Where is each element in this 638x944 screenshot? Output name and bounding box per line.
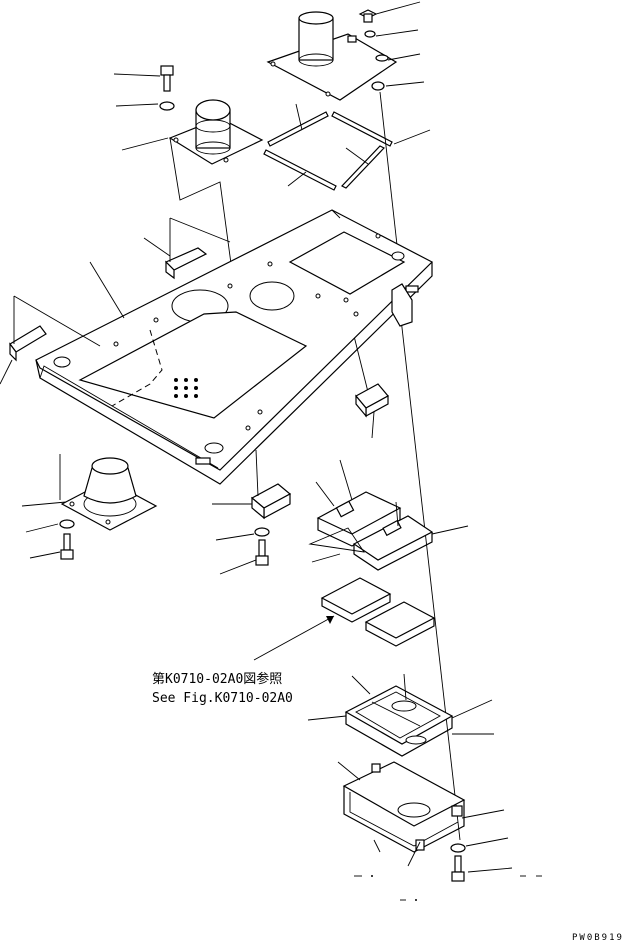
seal-strips (263, 103, 431, 191)
small-bracket-upper (143, 217, 231, 280)
bottom-left-bolt-washer (25, 519, 75, 560)
center-bracket (212, 449, 292, 520)
side-bracket-right (355, 383, 389, 439)
top-right-mount (266, 11, 398, 101)
lower-tray (337, 761, 505, 867)
bottom-bolt-washer (450, 837, 513, 882)
pads (253, 577, 436, 661)
top-right-leaders (375, 1, 425, 87)
floor-plate (35, 209, 434, 485)
small-marks (354, 875, 542, 901)
side-bracket-left (0, 295, 101, 385)
upper-tray (307, 673, 494, 757)
figure-code: PW0B919 (572, 933, 624, 943)
top-left-bolt-washer (113, 65, 175, 151)
top-left-mount (168, 99, 264, 165)
assembly-guide-lines (59, 91, 461, 841)
center-bolt-washer (215, 527, 270, 575)
bottom-left-mount (21, 457, 158, 531)
reference-note-jp: 第K0710-02A0図参照 (152, 671, 282, 687)
controller-blocks (308, 459, 469, 571)
top-right-hardware (358, 9, 389, 91)
reference-note-en: See Fig.K0710-02A0 (152, 691, 293, 706)
